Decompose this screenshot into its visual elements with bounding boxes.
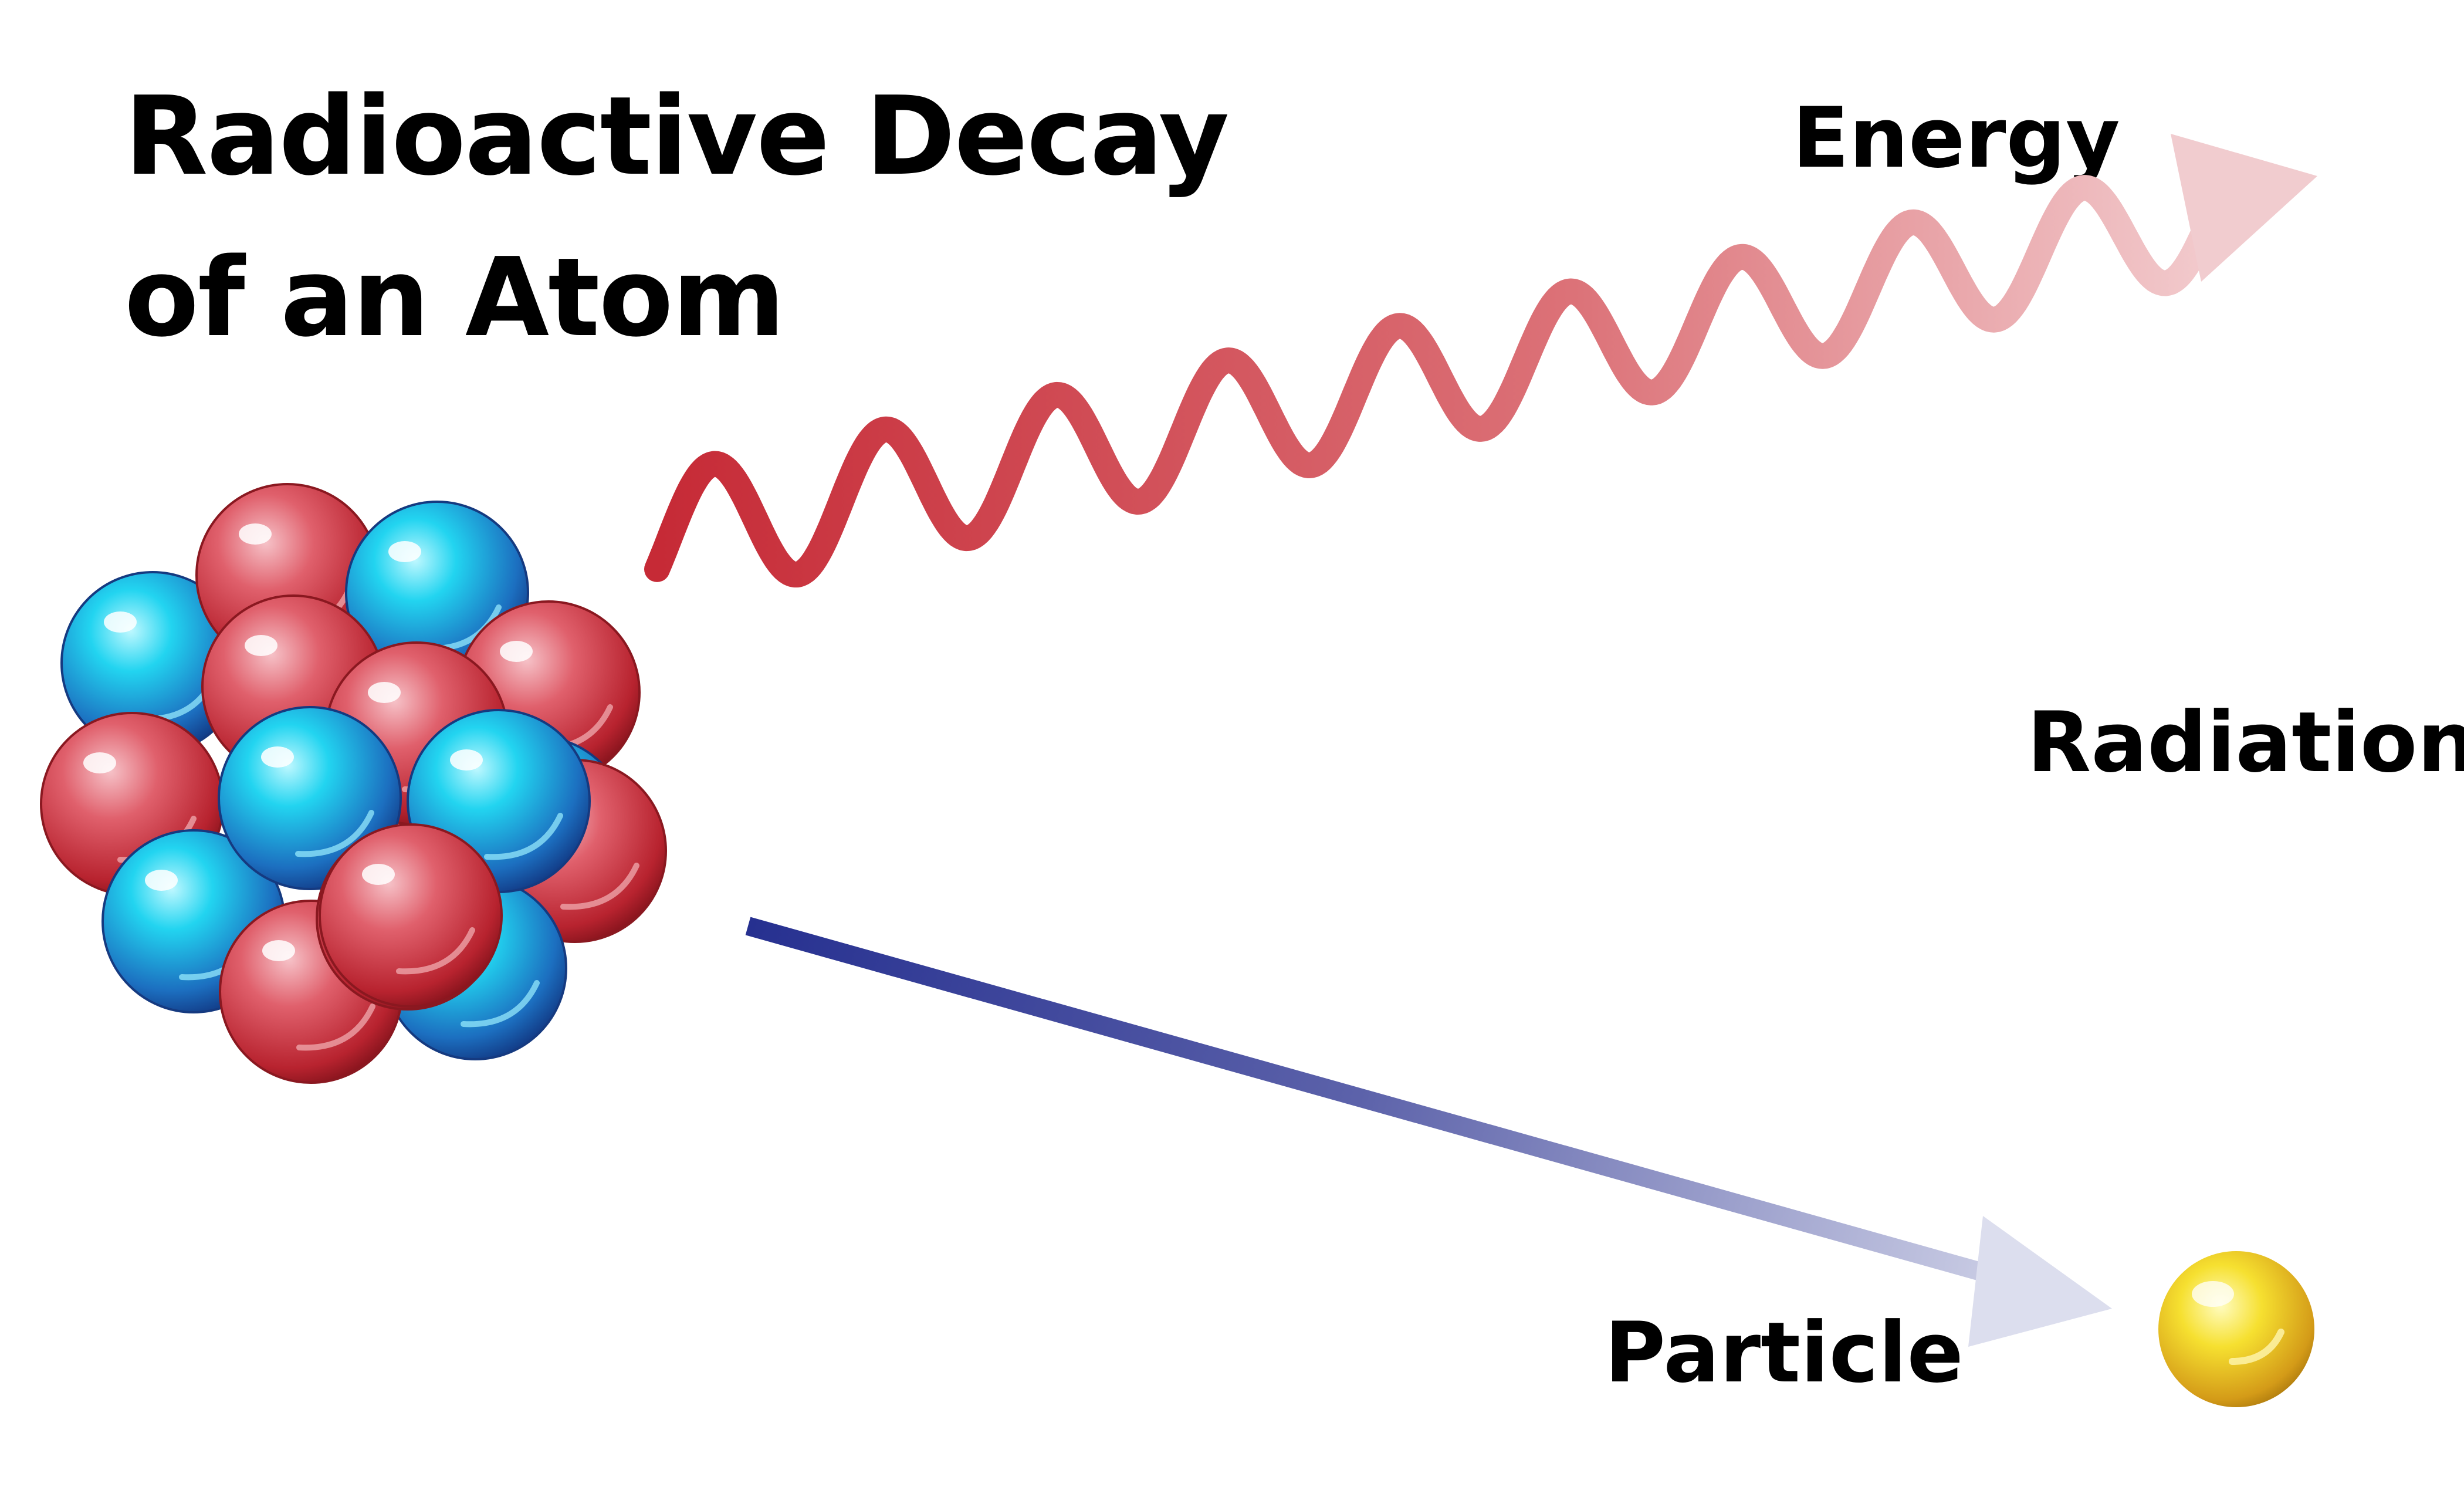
energy-label: Energy — [1792, 90, 2120, 187]
energy-arrowhead — [2171, 134, 2317, 282]
diagram-title-line-2: of an Atom — [124, 234, 785, 361]
proton-sphere — [319, 823, 503, 1008]
emitted-particle — [2158, 1251, 2314, 1407]
atom-nucleus — [40, 483, 667, 1084]
radiation-label: Radiation — [2027, 694, 2464, 791]
particle-arrow — [745, 917, 2112, 1347]
energy-wave — [644, 134, 2317, 588]
diagram-title-line-1: Radioactive Decay — [124, 73, 1229, 200]
particle-arrowhead — [1968, 1216, 2112, 1347]
particle-label: Particle — [1605, 1305, 1964, 1401]
